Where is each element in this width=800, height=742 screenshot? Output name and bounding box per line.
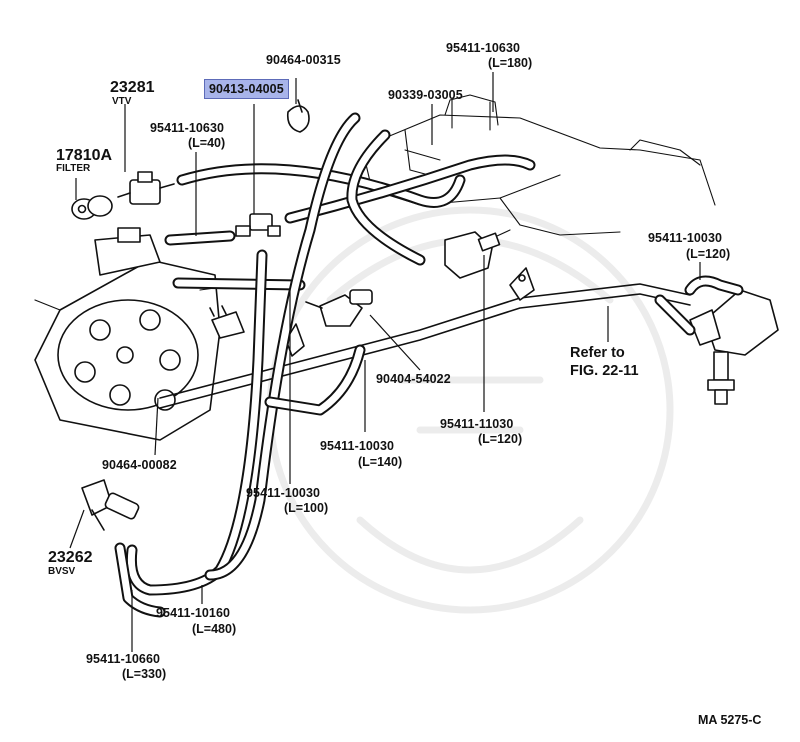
pressure-regulator-right <box>689 289 779 405</box>
vacuum-hoses <box>114 112 744 618</box>
leader-lines <box>69 72 701 652</box>
engine-body <box>364 94 716 236</box>
hose-100-part-number: 95411-10030 <box>246 486 321 500</box>
vacuum-switch-middle <box>444 229 511 279</box>
reference-note-line1: Refer to <box>570 345 625 361</box>
vtv-name: VTV <box>112 96 132 107</box>
valve-part-number: 90404-54022 <box>376 372 451 386</box>
hose-100-length: (L=100) <box>284 501 329 515</box>
filter-name: FILTER <box>56 163 91 174</box>
hose-mid-length: (L=120) <box>478 432 523 446</box>
hose-center-length: (L=140) <box>358 455 403 469</box>
highlighted-part-label[interactable]: 90413-04005 <box>204 79 289 99</box>
hose-top-left-part-number: 95411-10630 <box>150 121 225 135</box>
filter-part-number: 17810A <box>56 147 113 164</box>
tee-joint <box>235 213 281 237</box>
hose-top-left-length: (L=40) <box>188 136 226 150</box>
bvsv-part-number: 23262 <box>48 549 93 566</box>
hose-clamp-top <box>286 99 310 133</box>
diagram-code: MA 5275-C <box>698 713 762 727</box>
clamp-distributor-part-number: 90464-00082 <box>102 458 177 472</box>
plug-part-number: 90339-03005 <box>388 88 463 102</box>
clamp-top-part-number: 90464-00315 <box>266 53 341 67</box>
hose-right-part-number: 95411-10030 <box>648 231 723 245</box>
hose-top-right-length: (L=180) <box>488 56 533 70</box>
hose-long-part-number: 95411-10160 <box>156 606 231 620</box>
hose-bottom-length: (L=330) <box>122 667 167 681</box>
vtv-and-filter <box>71 171 175 220</box>
hose-top-right-part-number: 95411-10630 <box>446 41 521 55</box>
hose-long-length: (L=480) <box>192 622 237 636</box>
hose-right-length: (L=120) <box>686 247 731 261</box>
reference-note-line2[interactable]: FIG. 22-11 <box>570 363 639 379</box>
hose-mid-part-number: 95411-11030 <box>440 417 514 431</box>
bvsv-name: BVSV <box>48 566 76 577</box>
hose-clamp-distributor <box>209 305 245 339</box>
check-valve <box>305 289 373 327</box>
vtv-part-number: 23281 <box>110 79 155 96</box>
hose-center-part-number: 95411-10030 <box>320 439 395 453</box>
hose-bottom-part-number: 95411-10660 <box>86 652 161 666</box>
bvsv-valve <box>81 479 140 531</box>
